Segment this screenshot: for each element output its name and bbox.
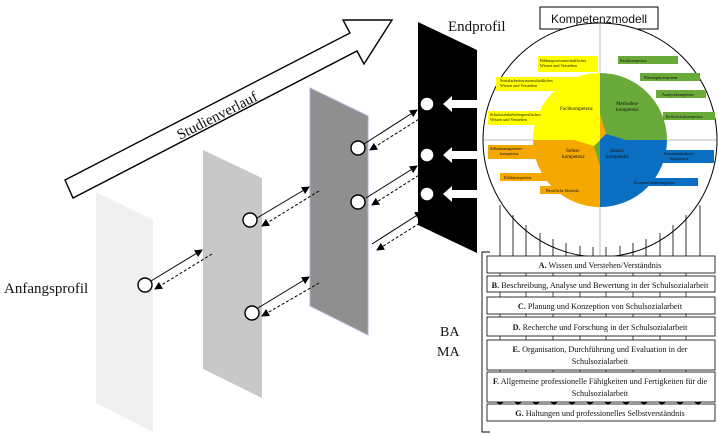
selbst-item-3: Berufliche Identität bbox=[546, 188, 580, 193]
ba-label: BA bbox=[440, 325, 460, 340]
list-item-a: A. Wissen und Verstehen/Verständnis bbox=[539, 261, 662, 270]
methoden-item-4: Reflexionskompetenz bbox=[666, 114, 703, 119]
ba-ma-bracket bbox=[481, 251, 490, 433]
ma-label: MA bbox=[437, 345, 460, 360]
sozial-item-2: Kooperationskompetenz bbox=[634, 180, 675, 185]
learning-outcomes-list bbox=[486, 255, 716, 422]
endprofil-label: Endprofil bbox=[448, 19, 506, 35]
profile-panel-3 bbox=[309, 87, 369, 336]
sector-sozial bbox=[600, 140, 667, 207]
list-item-e-line2: Schulsozialarbeit bbox=[572, 357, 629, 366]
list-item-e: E. Organisation, Durchführung und Evalua… bbox=[513, 345, 688, 354]
anfangsprofil-label: Anfangsprofil bbox=[4, 281, 88, 297]
quadrant-fach: Fachkompetenz bbox=[560, 106, 594, 112]
profile-nodes bbox=[137, 96, 435, 321]
profile-panel-1 bbox=[96, 192, 153, 432]
center-star-icon bbox=[574, 114, 626, 166]
list-item-f: F. Allgemeine professionelle Fähigkeiten… bbox=[493, 377, 708, 386]
list-item-c: C. Planung und Konzeption von Schulsozia… bbox=[518, 302, 683, 311]
methoden-item-2: Planungskompetenz bbox=[644, 75, 678, 80]
methoden-item-1: Fachkompetenz bbox=[620, 58, 647, 63]
wheel-to-list-lines bbox=[499, 205, 701, 256]
list-item-f-line2: Schulsozialarbeit bbox=[572, 389, 629, 398]
sector-methoden bbox=[600, 73, 667, 140]
selbst-item-2: Ethikkompetenz bbox=[504, 175, 532, 180]
list-arrowheads bbox=[496, 402, 702, 405]
list-tick-marks bbox=[499, 273, 687, 372]
methoden-item-3: Analysekompetenz bbox=[662, 92, 694, 97]
list-item-b: B. Beschreibung, Analyse und Bewertung i… bbox=[492, 281, 709, 290]
quadrant-selbst: Selbst-kompetenz bbox=[562, 148, 585, 160]
wheel-input-arrows bbox=[443, 96, 478, 202]
profile-panel-2 bbox=[203, 150, 262, 398]
kompetenzmodell-title: Kompetenzmodell bbox=[551, 12, 647, 26]
quadrant-methoden: Methoden-kompetenz bbox=[616, 101, 639, 113]
connector-arrows bbox=[150, 109, 429, 317]
list-item-g: G. Haltungen und professionelles Selbstv… bbox=[515, 409, 684, 418]
list-item-d: D. Recherche und Forschung in der Schuls… bbox=[513, 323, 689, 332]
selbst-item-1: Selbstmanagement-kompetenz bbox=[490, 146, 524, 156]
quadrant-sozial: Sozial-kompetenz bbox=[606, 148, 629, 160]
sozial-item-1: Kommunikations-kompetenz bbox=[664, 151, 695, 161]
